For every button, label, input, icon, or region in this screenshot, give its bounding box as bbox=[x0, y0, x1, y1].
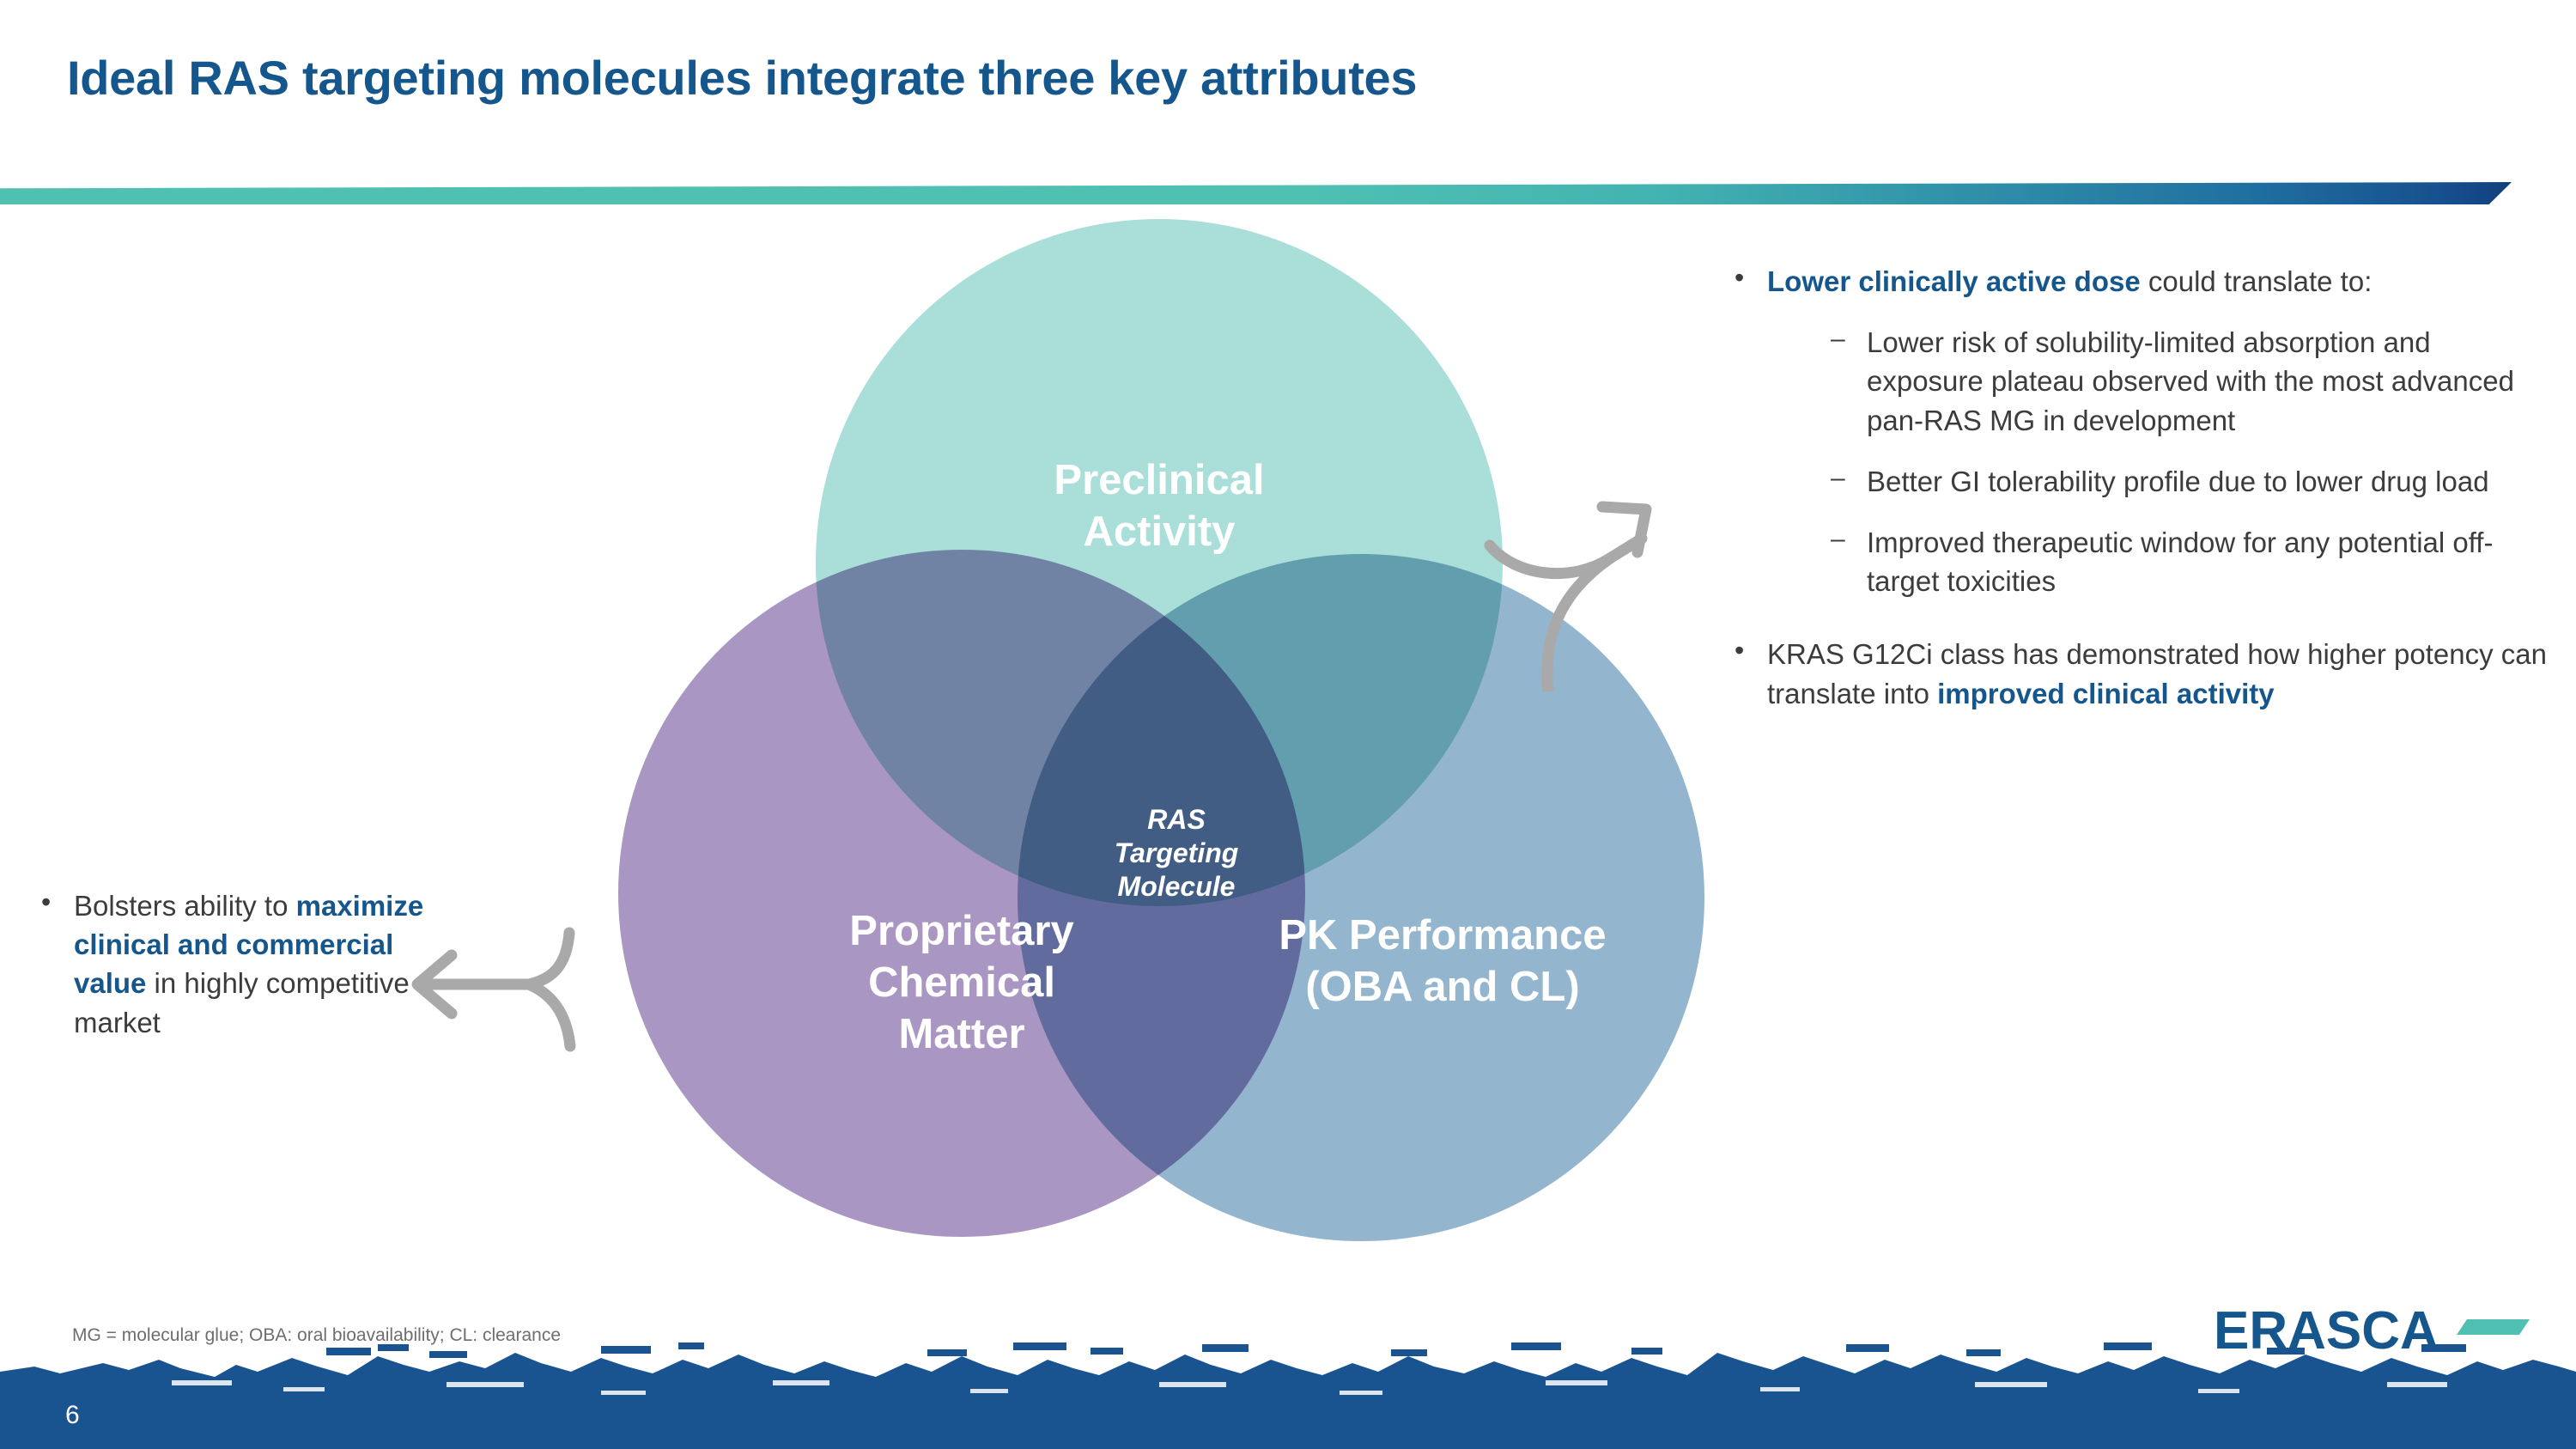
venn-label-line: Matter bbox=[898, 1010, 1025, 1057]
venn-label-line: Proprietary bbox=[849, 908, 1074, 954]
venn-circle-pk-performance bbox=[1018, 554, 1704, 1241]
venn-label-line: Preclinical bbox=[1054, 457, 1265, 503]
page-number: 6 bbox=[65, 1401, 80, 1429]
left-bullet-list: Bolsters ability to maximize clinical an… bbox=[33, 884, 436, 1042]
logo-wordmark: ERASCA bbox=[2214, 1301, 2439, 1361]
arrow-right-icon bbox=[1484, 501, 1652, 691]
right-bullet-1-bold: Lower clinically active dose bbox=[1767, 265, 2141, 297]
venn-label-line: Activity bbox=[1083, 508, 1236, 555]
venn-label-line: Chemical bbox=[868, 959, 1055, 1006]
right-sub-bullet-list: Lower risk of solubility-limited absorpt… bbox=[1767, 321, 2550, 600]
venn-label-preclinical-activity: Preclinical Activity bbox=[876, 455, 1443, 558]
right-sub-bullet-item: Lower risk of solubility-limited absorpt… bbox=[1827, 321, 2550, 440]
left-bullet-bold: maximize clinical and commercial value bbox=[74, 890, 424, 1000]
venn-label-line: PK Performance bbox=[1279, 912, 1607, 959]
left-bullet-post: in highly competitive market bbox=[74, 967, 410, 1038]
venn-label-ras-targeting-molecule: RAS Targeting Molecule bbox=[1048, 803, 1305, 904]
title-divider-bar bbox=[0, 182, 2512, 204]
right-sub-bullet-item: Better GI tolerability profile due to lo… bbox=[1827, 460, 2550, 501]
arrow-left-icon bbox=[411, 927, 576, 1052]
footnote-abbreviations: MG = molecular glue; OBA: oral bioavaila… bbox=[72, 1325, 562, 1345]
right-bullet-2-bold: improved clinical activity bbox=[1937, 677, 2275, 709]
left-callout-text: Bolsters ability to maximize clinical an… bbox=[33, 884, 436, 1064]
page-title: Ideal RAS targeting molecules integrate … bbox=[67, 51, 1418, 105]
right-bullet-1-post: could translate to: bbox=[2140, 265, 2372, 297]
erasca-logo: ERASCA bbox=[2214, 1301, 2530, 1361]
venn-label-pk-performance: PK Performance (OBA and CL) bbox=[1151, 910, 1735, 1014]
right-bullet-item-2: KRAS G12Ci class has demonstrated how hi… bbox=[1726, 632, 2550, 712]
footer-band bbox=[0, 1337, 2576, 1449]
right-bullet-list: Lower clinically active dose could trans… bbox=[1726, 259, 2550, 713]
left-bullet-item: Bolsters ability to maximize clinical an… bbox=[33, 884, 436, 1042]
venn-label-line: RAS bbox=[1147, 804, 1206, 835]
venn-label-line: Targeting bbox=[1114, 837, 1239, 869]
venn-label-line: (OBA and CL) bbox=[1305, 963, 1580, 1010]
venn-diagram: Preclinical Activity Proprietary Chemica… bbox=[532, 219, 1820, 1327]
right-sub-bullet-item: Improved therapeutic window for any pote… bbox=[1827, 521, 2550, 600]
right-callout-text: Lower clinically active dose could trans… bbox=[1726, 259, 2550, 735]
left-bullet-pre: Bolsters ability to bbox=[74, 890, 296, 922]
footer-brush-texture bbox=[0, 1342, 2576, 1449]
right-bullet-2-pre: KRAS G12Ci class has demonstrated how hi… bbox=[1767, 638, 2547, 709]
venn-label-line: Molecule bbox=[1117, 871, 1236, 903]
right-bullet-item-1: Lower clinically active dose could trans… bbox=[1726, 259, 2550, 600]
venn-label-proprietary-chemical-matter: Proprietary Chemical Matter bbox=[696, 906, 1228, 1060]
logo-slash-icon bbox=[2457, 1319, 2530, 1335]
